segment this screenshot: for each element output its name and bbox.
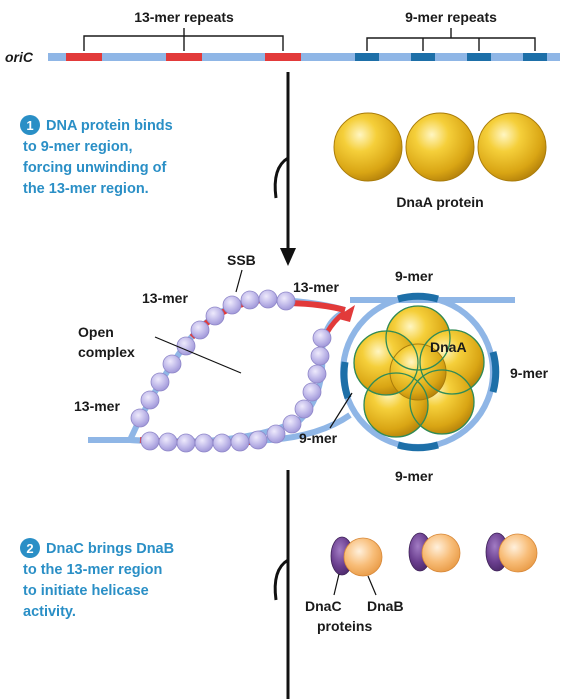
step-1-number: 1 — [26, 118, 33, 133]
dnaa-sphere-2 — [405, 112, 475, 182]
repeat-9mer-1 — [355, 53, 379, 61]
label-open-line-2: complex — [78, 344, 135, 360]
oric-strand — [48, 53, 560, 61]
arrowhead-down-icon — [280, 248, 296, 266]
step-1-line-3: forcing unwinding of — [23, 160, 167, 176]
label-oric: oriC — [5, 49, 34, 65]
repeat-9mer-2 — [411, 53, 435, 61]
dnac-dnab-pair-3 — [485, 532, 538, 573]
step-2-badge — [20, 538, 40, 558]
nine-mer-left — [340, 361, 352, 400]
label-13mer-c: 13-mer — [74, 398, 120, 414]
dnab-leader — [367, 575, 377, 596]
dnac-dnab-pair-1 — [330, 536, 383, 577]
red-13mer-right — [289, 300, 346, 313]
label-9mer-top: 9-mer — [395, 268, 434, 284]
step-1-line-2: to 9-mer region, — [23, 139, 133, 155]
step-2-number: 2 — [26, 541, 33, 556]
dnaa-sphere-3 — [477, 112, 547, 182]
oric-dna-bar — [48, 53, 560, 61]
step-2-line-1: DnaC brings DnaB — [46, 541, 174, 557]
repeat-13mer-3 — [265, 53, 301, 61]
ssb-leader — [235, 269, 243, 293]
dnac-dnab-pair-2 — [408, 532, 461, 573]
dnab-protein — [498, 533, 538, 573]
repeat-9mer-4 — [523, 53, 547, 61]
label-dnaa-protein: DnaA protein — [396, 194, 483, 210]
step-2-line-4: activity. — [23, 604, 76, 620]
label-9mer-left: 9-mer — [299, 430, 338, 446]
repeat-13mer-2 — [166, 53, 202, 61]
open-complex — [88, 289, 515, 453]
step-1-line-1: DNA protein binds — [46, 118, 173, 134]
repeat-9mer-3 — [467, 53, 491, 61]
label-dnac: DnaC — [305, 598, 342, 614]
bracket-9mer — [366, 28, 536, 51]
dnab-protein — [421, 533, 461, 573]
nine-mer-bottom — [397, 441, 439, 452]
nine-mer-left-leader — [329, 392, 353, 429]
label-13mer-repeats: 13-mer repeats — [134, 9, 234, 25]
label-dnaa: DnaA — [430, 339, 467, 355]
nine-mer-top — [397, 292, 439, 303]
nine-mer-right — [489, 351, 500, 393]
label-proteins: proteins — [317, 618, 372, 634]
bracket-13mer — [83, 28, 284, 51]
dnab-protein — [343, 537, 383, 577]
protein-join-curve — [273, 156, 289, 199]
label-13mer-a: 13-mer — [142, 290, 188, 306]
repeat-13mer-1 — [66, 53, 102, 61]
flow-arrow-2 — [273, 470, 290, 699]
step-2-line-2: to the 13-mer region — [23, 562, 162, 578]
dnaa-sphere-1 — [333, 112, 403, 182]
flow-arrow-1 — [273, 72, 296, 266]
label-9mer-bottom: 9-mer — [395, 468, 434, 484]
label-9mer-right: 9-mer — [510, 365, 549, 381]
ssb-beads — [130, 289, 332, 453]
fork-wedge — [335, 305, 355, 322]
label-ssb: SSB — [227, 252, 256, 268]
label-13mer-b: 13-mer — [293, 279, 339, 295]
step-2-line-3: to initiate helicase — [23, 583, 149, 599]
dnac-leader — [333, 573, 340, 596]
dnaa-cluster — [353, 305, 485, 438]
label-dnab: DnaB — [367, 598, 404, 614]
step-1-badge — [20, 115, 40, 135]
open-complex-leader — [154, 336, 242, 374]
label-open-line-1: Open — [78, 324, 114, 340]
label-9mer-repeats: 9-mer repeats — [405, 9, 497, 25]
dnaa-green-outlines — [353, 305, 485, 438]
step-1-line-4: the 13-mer region. — [23, 181, 149, 197]
protein-join-curve-2 — [273, 558, 289, 601]
dnaa-proteins — [333, 112, 547, 182]
